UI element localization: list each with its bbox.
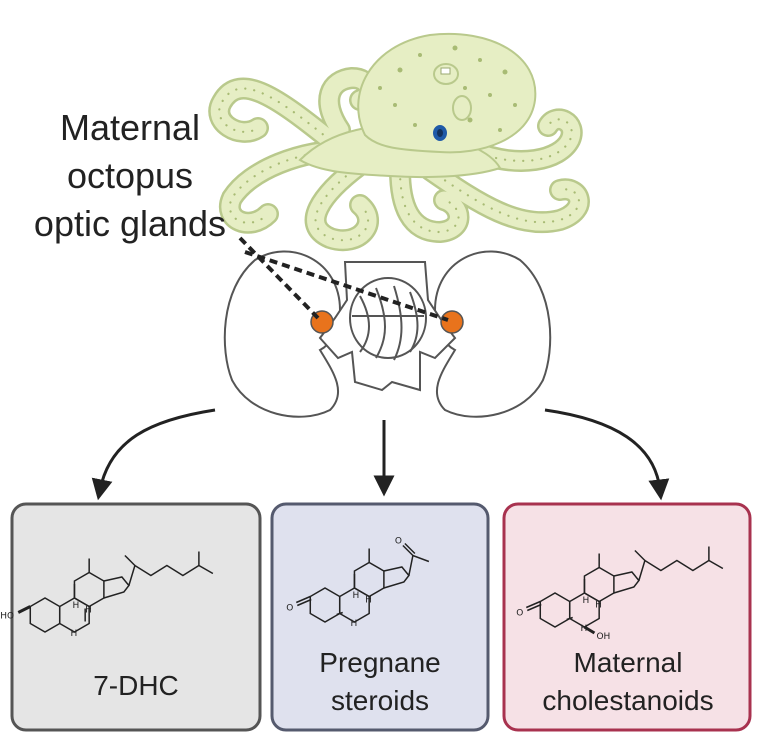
title-label: Maternal octopus optic glands (34, 107, 226, 244)
title-line-3: optic glands (34, 203, 226, 244)
atom-h: H (580, 624, 587, 634)
arrow-to-cholestanoids (544, 408, 670, 501)
atom-h: H (350, 619, 357, 629)
atom-h: H (352, 591, 359, 601)
box-cholestanoids-label-line-1: Maternal (574, 647, 683, 678)
atom-ho: HO (0, 612, 14, 622)
atom-o: O (286, 604, 293, 614)
atom-oh: OH (596, 632, 610, 642)
atom-h: H (365, 596, 372, 606)
box-pregnane-label-line-1: Pregnane (319, 647, 440, 678)
atom-o: O (516, 609, 523, 619)
right-optic-lobe (433, 250, 552, 418)
title-line-1: Maternal (60, 107, 200, 148)
box-7dhc-background (10, 502, 262, 732)
box-cholestanoids-label-line-2: cholestanoids (542, 685, 713, 716)
atom-h: H (595, 601, 602, 611)
atom-h: H (72, 601, 79, 611)
optic-gland-right (440, 310, 464, 334)
atom-h: H (85, 606, 92, 616)
atom-o: O (395, 537, 402, 547)
gland-pointer-lines (238, 236, 449, 322)
box-pregnane-label-line-2: steroids (331, 685, 429, 716)
title-line-2: octopus (67, 155, 193, 196)
atom-h: H (582, 596, 589, 606)
box-7dhc-label: 7-DHC (93, 670, 179, 701)
box-cholestanoids-background (502, 502, 752, 732)
octopus-illustration (208, 32, 590, 252)
octopus-brain (223, 250, 552, 418)
left-optic-lobe (223, 250, 342, 418)
arrow-to-7dhc (91, 408, 216, 501)
atom-h: H (70, 629, 77, 639)
box-pregnane-background (270, 502, 490, 732)
